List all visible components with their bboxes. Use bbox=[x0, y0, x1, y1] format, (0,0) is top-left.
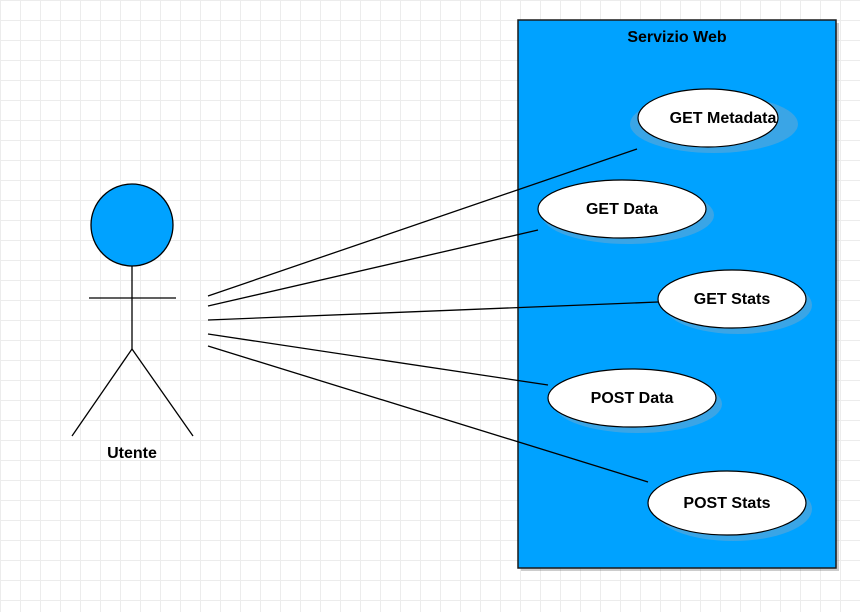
use-case-ellipse[interactable] bbox=[537, 179, 707, 239]
use-case-get-data[interactable]: GET Data bbox=[537, 179, 714, 244]
association-get-metadata[interactable] bbox=[207, 148, 638, 297]
use-case-label: GET Stats bbox=[694, 291, 771, 308]
actor-name: Utente bbox=[107, 445, 157, 462]
use-case-post-stats[interactable]: POST Stats bbox=[647, 470, 812, 541]
actor-right-leg bbox=[131, 348, 194, 437]
use-case-label: GET Metadata bbox=[670, 110, 777, 127]
use-case-label: POST Stats bbox=[683, 495, 770, 512]
use-case-label: GET Data bbox=[586, 201, 658, 218]
use-case-get-metadata[interactable]: GET Metadata bbox=[630, 88, 798, 153]
use-case-ellipse[interactable] bbox=[647, 470, 807, 536]
use-case-post-data[interactable]: POST Data bbox=[547, 368, 722, 433]
actor-left-leg bbox=[71, 348, 133, 437]
use-case-ellipse[interactable] bbox=[637, 88, 779, 148]
association-post-data[interactable] bbox=[207, 333, 549, 386]
use-case-label: POST Data bbox=[591, 390, 674, 407]
use-case-get-stats[interactable]: GET Stats bbox=[657, 269, 812, 334]
use-case-ellipse[interactable] bbox=[547, 368, 717, 428]
association-get-data[interactable] bbox=[207, 229, 539, 307]
association-get-stats[interactable] bbox=[207, 301, 659, 321]
association-post-stats[interactable] bbox=[207, 345, 649, 483]
actor-utente[interactable] bbox=[71, 183, 194, 437]
system-title: Servizio Web bbox=[627, 29, 727, 46]
use-case-ellipse[interactable] bbox=[657, 269, 807, 329]
associations bbox=[207, 148, 659, 483]
actor-head bbox=[90, 183, 174, 267]
